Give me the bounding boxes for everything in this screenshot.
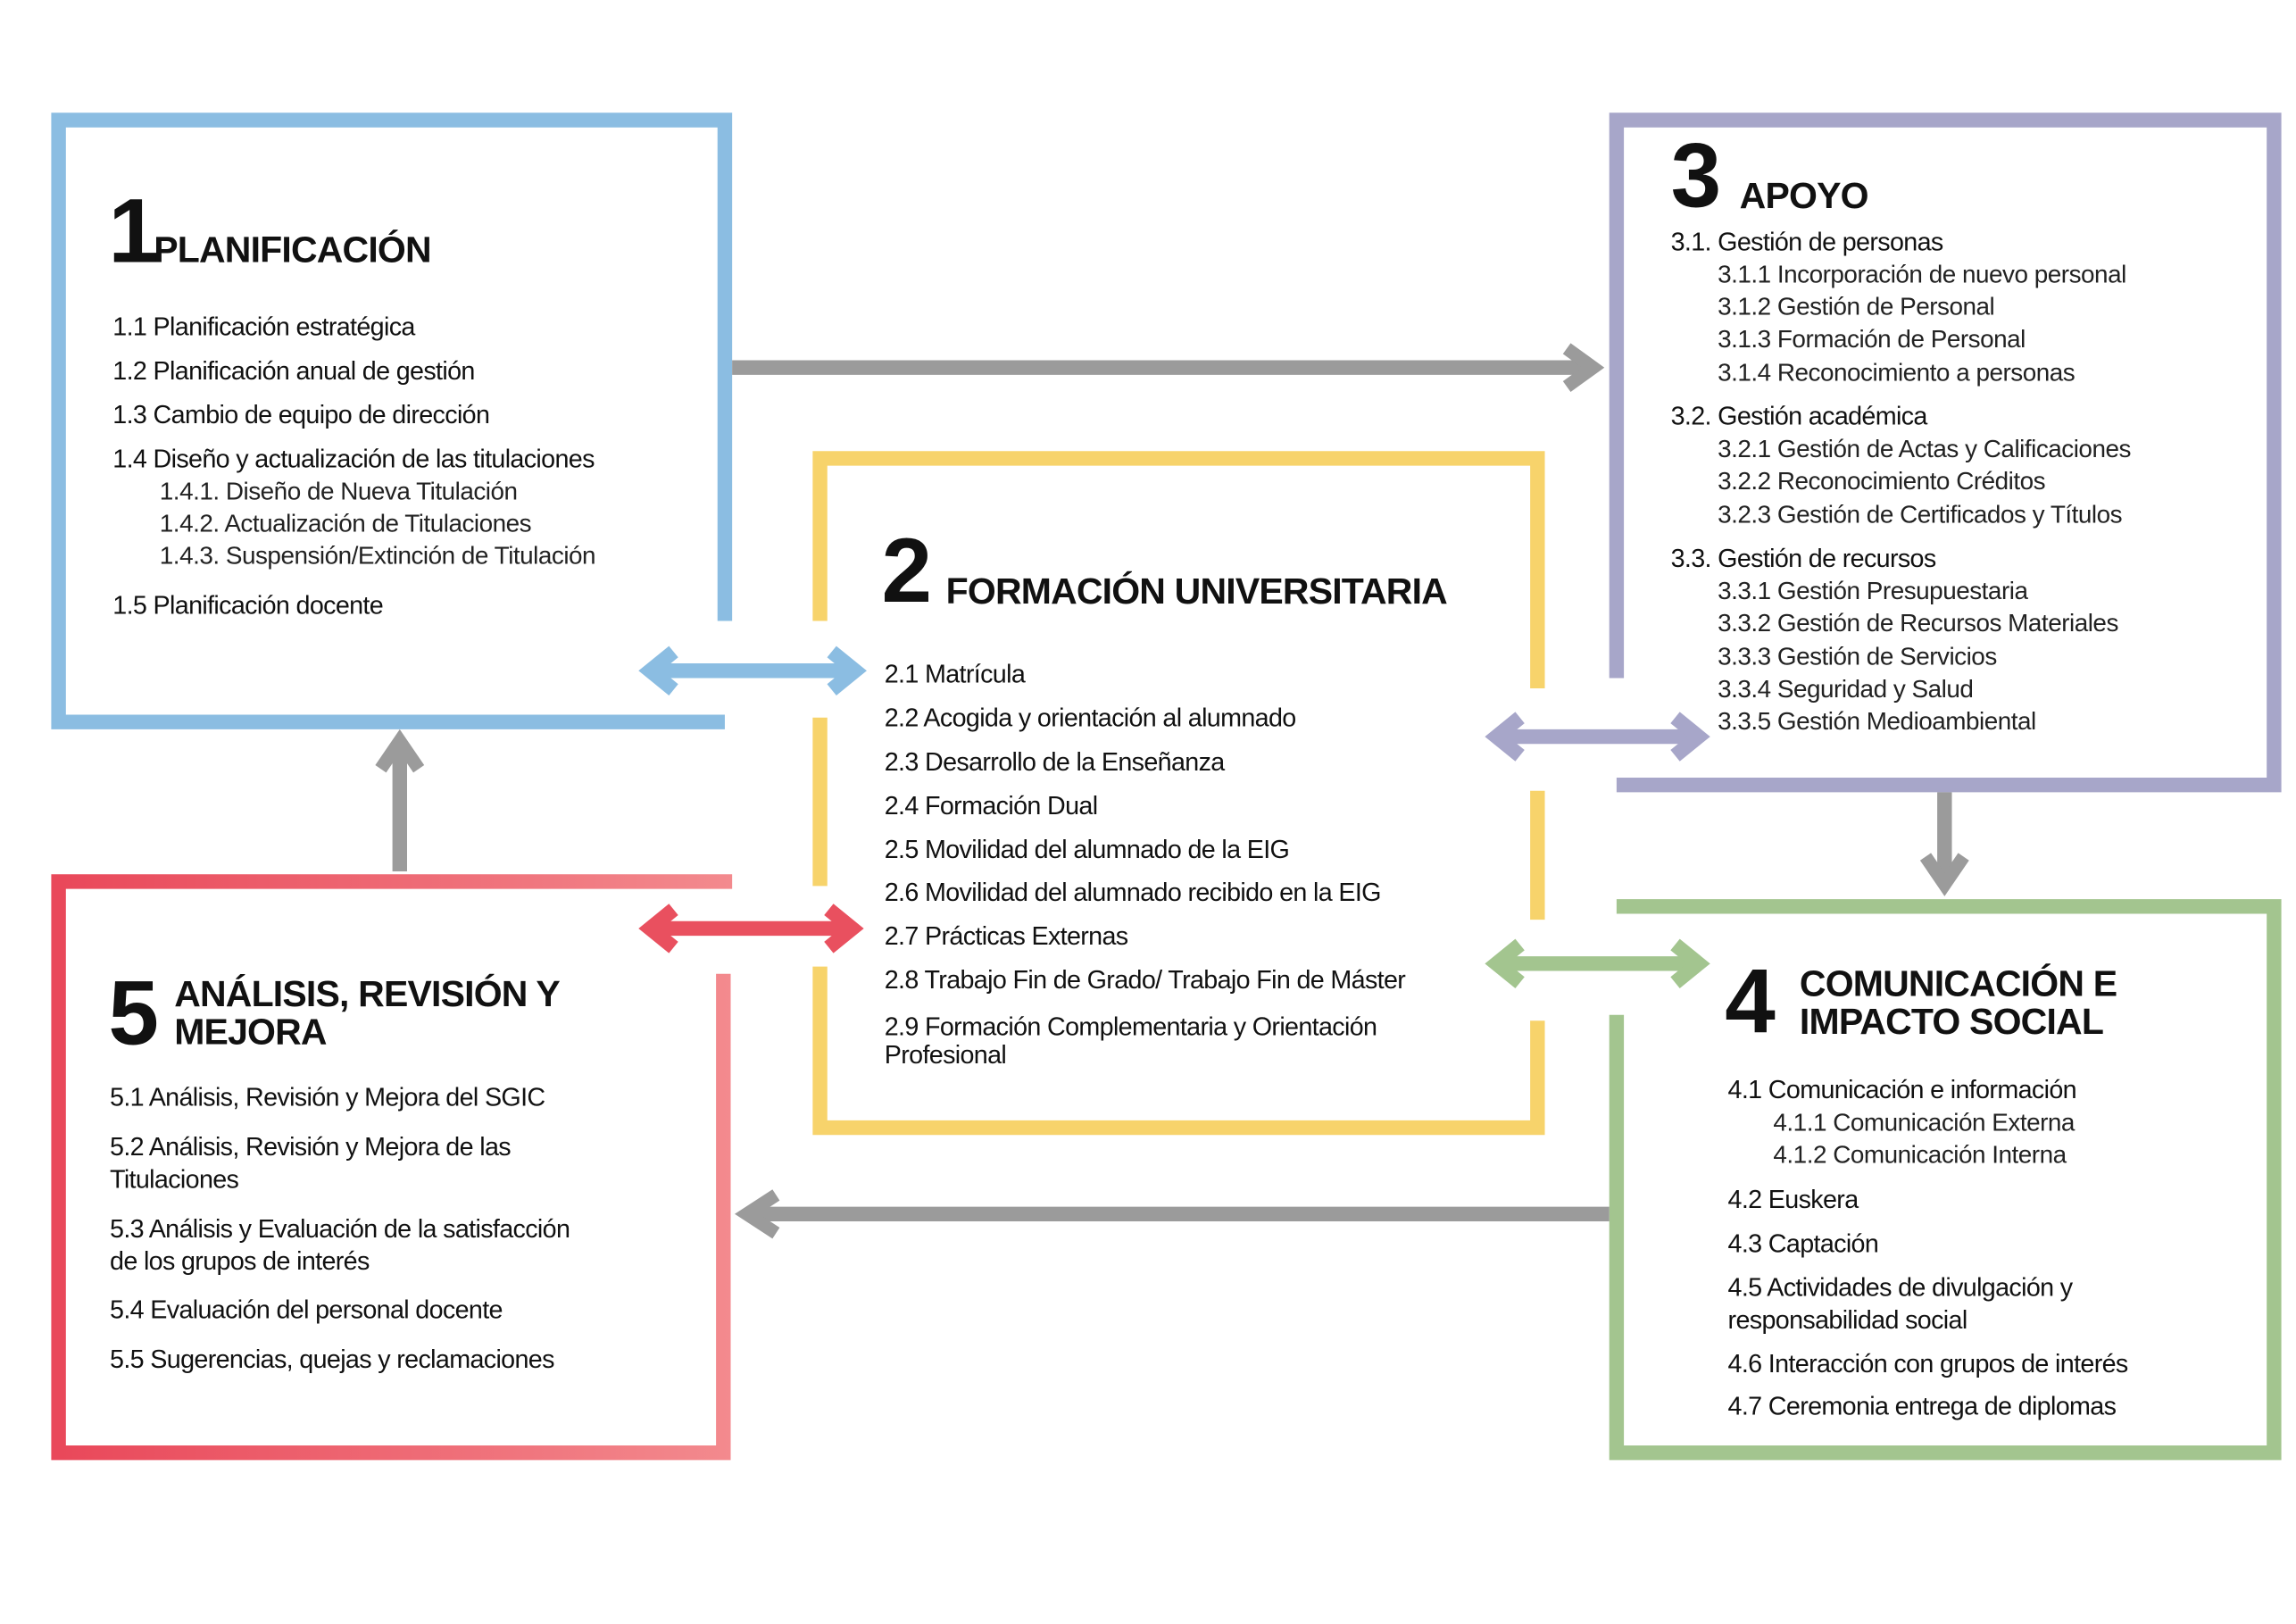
list-subitem: 3.3.5 Gestión Medioambiental <box>1718 707 2036 736</box>
box5-title-line2: MEJORA <box>174 1012 327 1054</box>
list-item: 2.2 Acogida y orientación al alumnado <box>884 703 1297 733</box>
list-subitem: 3.3.1 Gestión Presupuestaria <box>1718 577 2028 605</box>
list-item: 5.1 Análisis, Revisión y Mejora del SGIC <box>110 1082 545 1112</box>
box-analisis-frame <box>51 874 733 1461</box>
list-item: 4.6 Interacción con grupos de interés <box>1727 1348 2129 1378</box>
list-item: 5.4 Evaluación del personal docente <box>110 1295 503 1324</box>
list-item: 1.3 Cambio de equipo de dirección <box>112 399 490 429</box>
box4-title-line2: IMPACTO SOCIAL <box>1799 1001 2104 1043</box>
box3-title: APOYO <box>1739 175 1869 217</box>
box2-number: 2 <box>881 521 932 623</box>
box1-number: 1 <box>108 181 159 283</box>
list-item: 2.9 Formación Complementaria y Orientaci… <box>884 1012 1377 1070</box>
box5-title-line1: ANÁLISIS, REVISIÓN Y <box>174 973 561 1015</box>
box5-number: 5 <box>108 963 159 1065</box>
list-item: 5.2 Análisis, Revisión y Mejora de las T… <box>110 1131 512 1194</box>
double-arrow-5-2 <box>638 904 864 954</box>
list-item: 2.3 Desarrollo de la Enseñanza <box>884 746 1226 777</box>
group-label: 3.1. Gestión de personas <box>1670 227 1944 257</box>
list-subitem: 3.2.1 Gestión de Actas y Calificaciones <box>1718 435 2131 463</box>
list-subitem: 3.1.1 Incorporación de nuevo personal <box>1718 260 2126 289</box>
list-item: 2.1 Matrícula <box>884 659 1026 688</box>
list-item: 2.4 Formación Dual <box>884 790 1098 820</box>
list-item: 4.5 Actividades de divulgación y respons… <box>1727 1272 2074 1335</box>
list-item: 2.7 Prácticas Externas <box>884 920 1128 951</box>
box3-number: 3 <box>1670 126 1722 228</box>
box4-title-line1: COMUNICACIÓN E <box>1799 963 2117 1005</box>
box-comunicacion-frame <box>1609 899 2282 1461</box>
list-subitem: 1.4.1. Diseño de Nueva Titulación <box>159 477 518 505</box>
list-subitem: 1.4.2. Actualización de Titulaciones <box>159 509 532 537</box>
box2-title: FORMACIÓN UNIVERSITARIA <box>945 570 1448 612</box>
list-item: 4.3 Captación <box>1727 1228 1879 1259</box>
list-subitem: 3.2.3 Gestión de Certificados y Títulos <box>1718 500 2123 529</box>
double-arrow-2-4 <box>1485 938 1710 989</box>
list-subitem: 3.1.4 Reconocimiento a personas <box>1718 358 2076 387</box>
list-subitem: 4.1.2 Comunicación Interna <box>1773 1140 2067 1169</box>
box-formacion-frame <box>812 451 1545 1136</box>
box4-number: 4 <box>1725 952 1776 1054</box>
list-subitem: 1.4.3. Suspensión/Extinción de Titulació… <box>159 541 596 570</box>
list-subitem: 3.2.2 Reconocimiento Créditos <box>1718 467 2046 496</box>
group-label: 3.2. Gestión académica <box>1670 401 1928 431</box>
list-item: 5.5 Sugerencias, quejas y reclamaciones <box>110 1344 554 1374</box>
list-item: 4.1 Comunicación e información <box>1727 1074 2077 1104</box>
box-planificacion-frame <box>51 112 733 729</box>
group-label: 3.3. Gestión de recursos <box>1670 543 1937 573</box>
list-subitem: 3.1.2 Gestión de Personal <box>1718 293 1995 321</box>
list-item: 5.3 Análisis y Evaluación de la satisfac… <box>110 1213 570 1276</box>
list-subitem: 4.1.1 Comunicación Externa <box>1773 1108 2075 1137</box>
list-subitem: 3.3.2 Gestión de Recursos Materiales <box>1718 609 2118 637</box>
double-arrow-1-2 <box>638 645 867 695</box>
list-item: 4.7 Ceremonia entrega de diplomas <box>1727 1391 2117 1421</box>
list-item: 4.2 Euskera <box>1727 1185 1859 1214</box>
list-subitem: 3.3.3 Gestión de Servicios <box>1718 643 1997 671</box>
list-item: 1.4 Diseño y actualización de las titula… <box>112 444 595 473</box>
list-item: 2.8 Trabajo Fin de Grado/ Trabajo Fin de… <box>884 964 1406 995</box>
list-item: 1.2 Planificación anual de gestión <box>112 355 475 386</box>
list-subitem: 3.1.3 Formación de Personal <box>1718 325 2026 354</box>
box-apoyo-frame <box>1609 112 2282 793</box>
list-item: 2.6 Movilidad del alumnado recibido en l… <box>884 877 1382 907</box>
list-item: 2.5 Movilidad del alumnado de la EIG <box>884 834 1290 864</box>
list-item: 1.1 Planificación estratégica <box>112 312 415 342</box>
list-subitem: 3.3.4 Seguridad y Salud <box>1718 675 1974 704</box>
double-arrow-2-3 <box>1485 712 1710 762</box>
list-item: 1.5 Planificación docente <box>112 590 384 620</box>
box1-title: PLANIFICACIÓN <box>154 229 431 271</box>
